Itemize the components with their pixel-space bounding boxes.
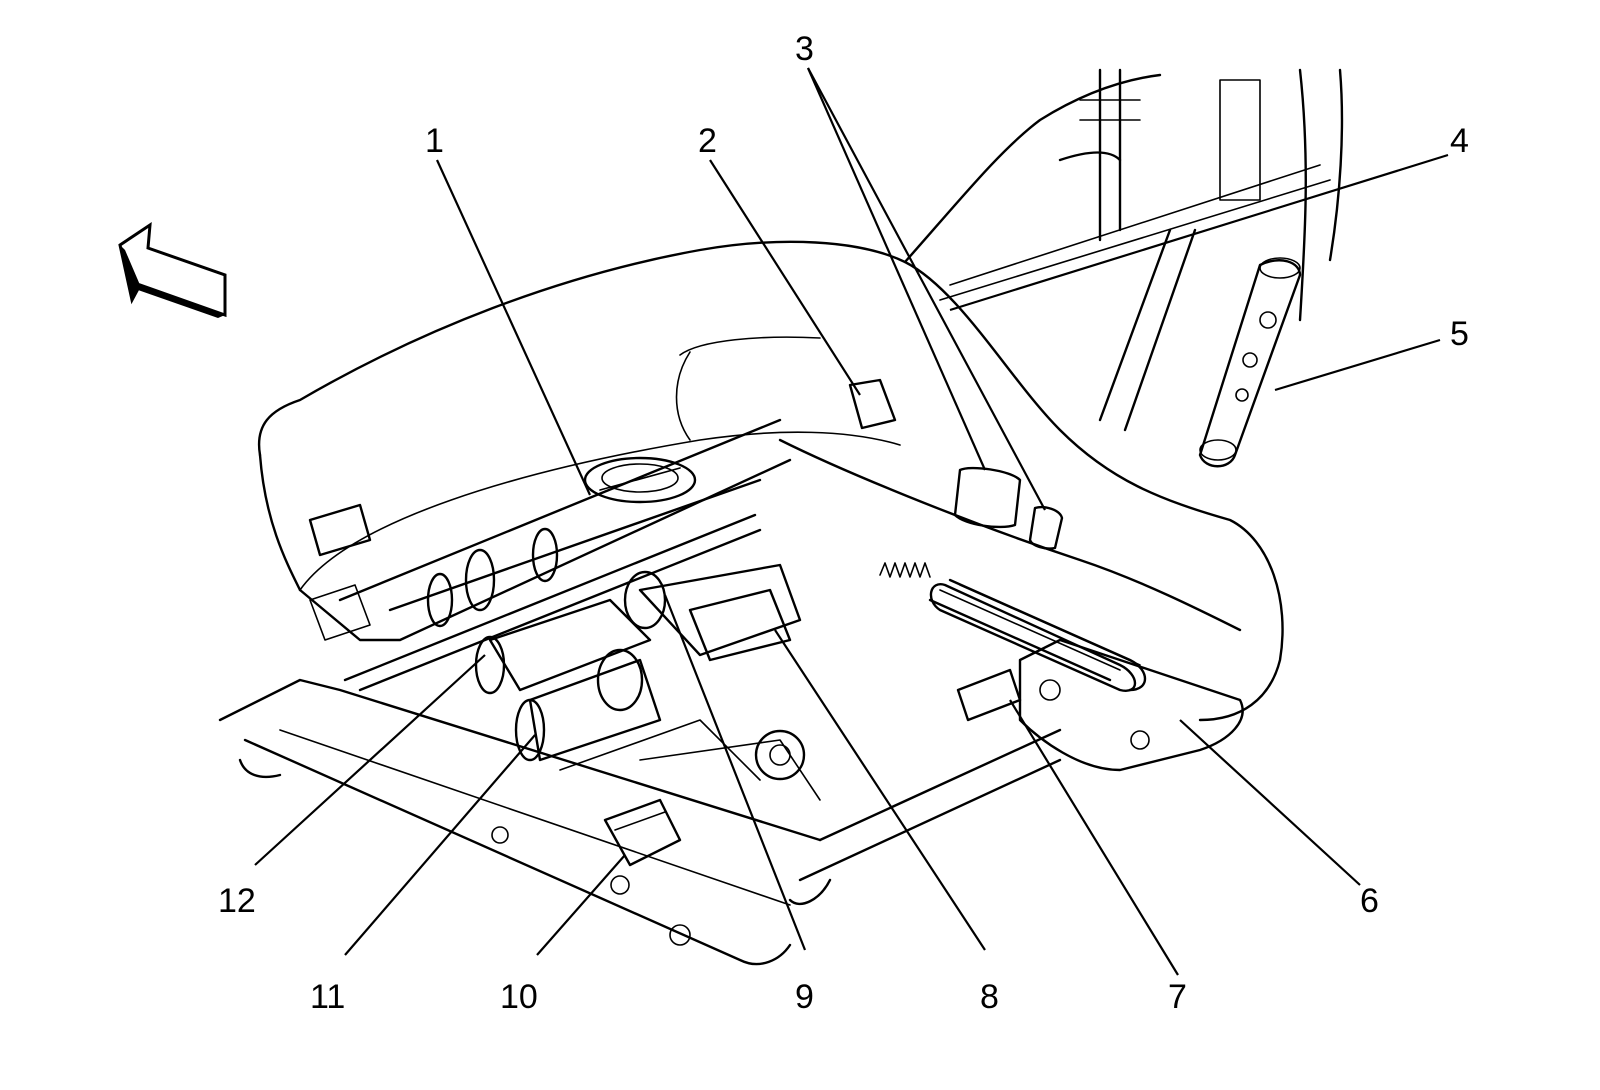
leader-12 [254, 654, 486, 866]
callout-1: 1 [425, 122, 444, 160]
leader-3a [806, 67, 987, 471]
callout-6: 6 [1360, 882, 1379, 920]
callout-labels: 1 2 3 4 5 6 7 8 9 10 11 12 [218, 30, 1469, 1016]
recliner-cylinder [1198, 257, 1302, 468]
leader-7 [1009, 699, 1179, 976]
seat-pan-frame [218, 378, 1244, 966]
callout-7: 7 [1168, 978, 1187, 1016]
callout-12: 12 [218, 882, 256, 920]
leader-5 [1274, 338, 1441, 392]
callout-2: 2 [698, 122, 717, 160]
leader-6 [1179, 719, 1361, 886]
callout-4: 4 [1450, 122, 1469, 160]
leader-9 [663, 594, 807, 951]
front-direction-arrow-icon [118, 222, 227, 318]
seat-cushion [257, 240, 1284, 722]
seat-back-frame [903, 68, 1344, 432]
callout-11: 11 [310, 978, 345, 1016]
callout-9: 9 [795, 978, 814, 1016]
leader-10 [536, 854, 626, 956]
callout-8: 8 [980, 978, 999, 1016]
callout-leaders [254, 67, 1449, 976]
callout-5: 5 [1450, 315, 1469, 353]
callout-3: 3 [795, 30, 814, 68]
callout-10: 10 [500, 978, 538, 1016]
leader-11 [344, 734, 536, 956]
leader-8 [774, 629, 986, 951]
leader-2 [709, 159, 861, 396]
leader-1 [435, 159, 592, 496]
leader-4 [949, 153, 1449, 312]
leader-3b [807, 67, 1046, 511]
